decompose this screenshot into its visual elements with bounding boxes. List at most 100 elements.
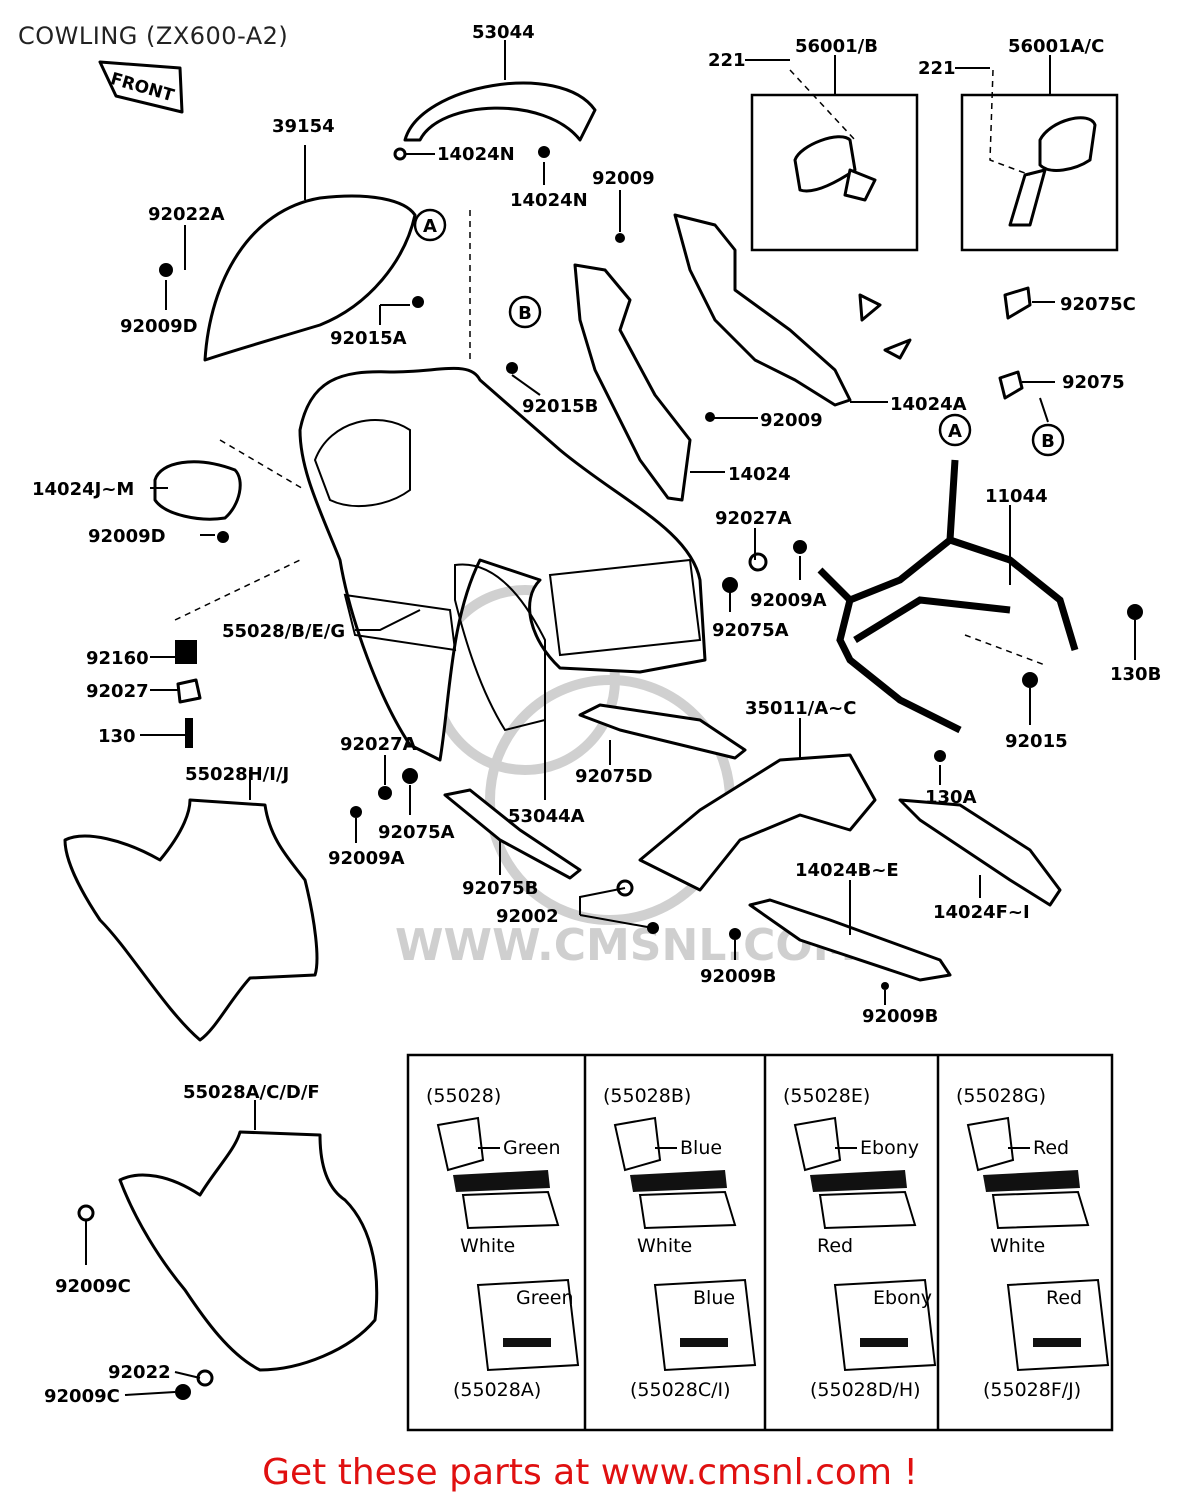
variant-lower-sketch — [1006, 1278, 1110, 1372]
variant-lower-code: (55028D/H) — [810, 1379, 921, 1401]
label-92002: 92002 — [496, 906, 559, 927]
label-92075a-mid: 92075A — [378, 822, 455, 843]
variant-upper-sketch — [966, 1116, 1015, 1172]
color-variants-panel — [406, 1053, 1114, 1432]
variant-base-color: White — [637, 1235, 692, 1257]
label-14024jm: 14024J~M — [32, 479, 134, 500]
part-upper-cowling — [298, 366, 707, 762]
label-92160: 92160 — [86, 648, 149, 669]
label-53044: 53044 — [472, 22, 535, 43]
variant-stripe-band — [810, 1170, 907, 1192]
variant-lower-stripe-color: Red — [1046, 1287, 1082, 1309]
label-221-left: 221 — [708, 50, 746, 71]
part-labels: 53044 221 56001/B 221 56001A/C 39154 140… — [32, 22, 1161, 1407]
variant-lower-stripe-band — [503, 1338, 551, 1347]
variant-upper-code: (55028G) — [956, 1085, 1046, 1107]
variant-panel-sketch — [818, 1190, 917, 1230]
variant-stripe-band — [983, 1170, 1080, 1192]
label-92015a: 92015A — [330, 328, 407, 349]
label-92015b: 92015B — [522, 396, 598, 417]
part-14024fi-panel — [898, 798, 1062, 907]
label-55028hij: 55028H/I/J — [185, 764, 289, 785]
label-92009c-1: 92009C — [55, 1276, 131, 1297]
callout-a-right: A — [938, 413, 972, 447]
label-35011: 35011/A~C — [745, 698, 856, 719]
variant-lower-stripe-band — [680, 1338, 728, 1347]
label-92075: 92075 — [1062, 372, 1125, 393]
part-14024-inner-panel — [573, 263, 692, 502]
label-92027a-mid: 92027A — [340, 734, 417, 755]
label-92009-top: 92009 — [592, 168, 655, 189]
cta-banner[interactable]: Get these parts at www.cmsnl.com ! — [262, 1452, 918, 1493]
label-92022a: 92022A — [148, 204, 225, 225]
variant-lower-code: (55028F/J) — [983, 1379, 1081, 1401]
page-title: COWLING (ZX600-A2) — [18, 22, 289, 50]
variant-base-color: Red — [817, 1235, 853, 1257]
mirror-box-right — [960, 93, 1119, 252]
variant-lower-stripe-band — [860, 1338, 908, 1347]
hardware — [77, 146, 1143, 1400]
label-55028acdf: 55028A/C/D/F — [183, 1082, 320, 1103]
mirror-box-left — [750, 93, 919, 252]
variant-panel-sketch — [991, 1190, 1090, 1230]
callout-a-top-text: A — [423, 216, 437, 237]
label-221-right: 221 — [918, 58, 956, 79]
part-14024jm-cover — [153, 460, 242, 521]
callout-a-right-text: A — [948, 421, 962, 442]
variant-lower-sketch — [833, 1278, 937, 1372]
variant-lower-stripe-color: Blue — [693, 1287, 735, 1309]
label-55028beg: 55028/B/E/G — [222, 621, 345, 642]
part-55028hij-lower-cowl — [63, 798, 319, 1042]
label-92075c: 92075C — [1060, 294, 1136, 315]
variant-upper-code: (55028) — [426, 1085, 501, 1107]
variant-lower-sketch — [476, 1278, 580, 1372]
label-92009c-2: 92009C — [44, 1386, 120, 1407]
label-14024a: 14024A — [890, 394, 967, 415]
label-14024fi: 14024F~I — [933, 902, 1030, 923]
label-130a: 130A — [925, 787, 977, 808]
variant-stripe-color: Ebony — [860, 1137, 919, 1159]
label-92009a-mid: 92009A — [328, 848, 405, 869]
label-39154: 39154 — [272, 116, 335, 137]
variant-lower-code: (55028A) — [453, 1379, 541, 1401]
label-56001ac: 56001A/C — [1008, 36, 1104, 57]
variant-stripe-color: Red — [1033, 1137, 1069, 1159]
callout-a-top: A — [413, 208, 447, 242]
variant-upper-code: (55028B) — [603, 1085, 691, 1107]
variant-stripe-band — [453, 1170, 550, 1192]
variant-lower-sketch — [653, 1278, 757, 1372]
part-35011-stay — [638, 753, 877, 892]
label-92009d-mid: 92009D — [88, 526, 166, 547]
variant-lower-stripe-color: Ebony — [873, 1287, 932, 1309]
label-14024: 14024 — [728, 464, 791, 485]
callout-b-top-text: B — [518, 303, 532, 324]
part-14024be-panel — [748, 898, 952, 982]
label-14024n-1: 14024N — [437, 144, 515, 165]
variant-lower-stripe-color: Green — [516, 1287, 574, 1309]
label-92009a-top: 92009A — [750, 590, 827, 611]
label-92075b: 92075B — [462, 878, 538, 899]
front-badge: FRONT — [98, 60, 184, 114]
label-92009b-2: 92009B — [862, 1006, 938, 1027]
variant-cells: (55028)GreenWhiteGreen(55028A)(55028B)Bl… — [426, 1085, 1110, 1401]
callout-b-top: B — [508, 295, 542, 329]
part-14024a-inner-panel — [673, 213, 852, 407]
callout-b-right: B — [1031, 423, 1065, 457]
label-92027: 92027 — [86, 681, 149, 702]
label-92075d: 92075D — [575, 766, 653, 787]
variant-upper-sketch — [793, 1116, 842, 1172]
part-39154-windscreen — [203, 194, 417, 362]
part-11044-bracket — [817, 459, 1079, 734]
label-92009d-top: 92009D — [120, 316, 198, 337]
label-92015: 92015 — [1005, 731, 1068, 752]
variant-upper-code: (55028E) — [783, 1085, 870, 1107]
label-92009b-1: 92009B — [700, 966, 776, 987]
leader-lines — [85, 40, 1136, 1396]
variant-stripe-band — [630, 1170, 727, 1192]
variant-stripe-color: Green — [503, 1137, 561, 1159]
part-55028acdf-lower-cowl — [118, 1130, 379, 1372]
watermark-text: WWW.CMSNL.COM — [395, 920, 857, 971]
